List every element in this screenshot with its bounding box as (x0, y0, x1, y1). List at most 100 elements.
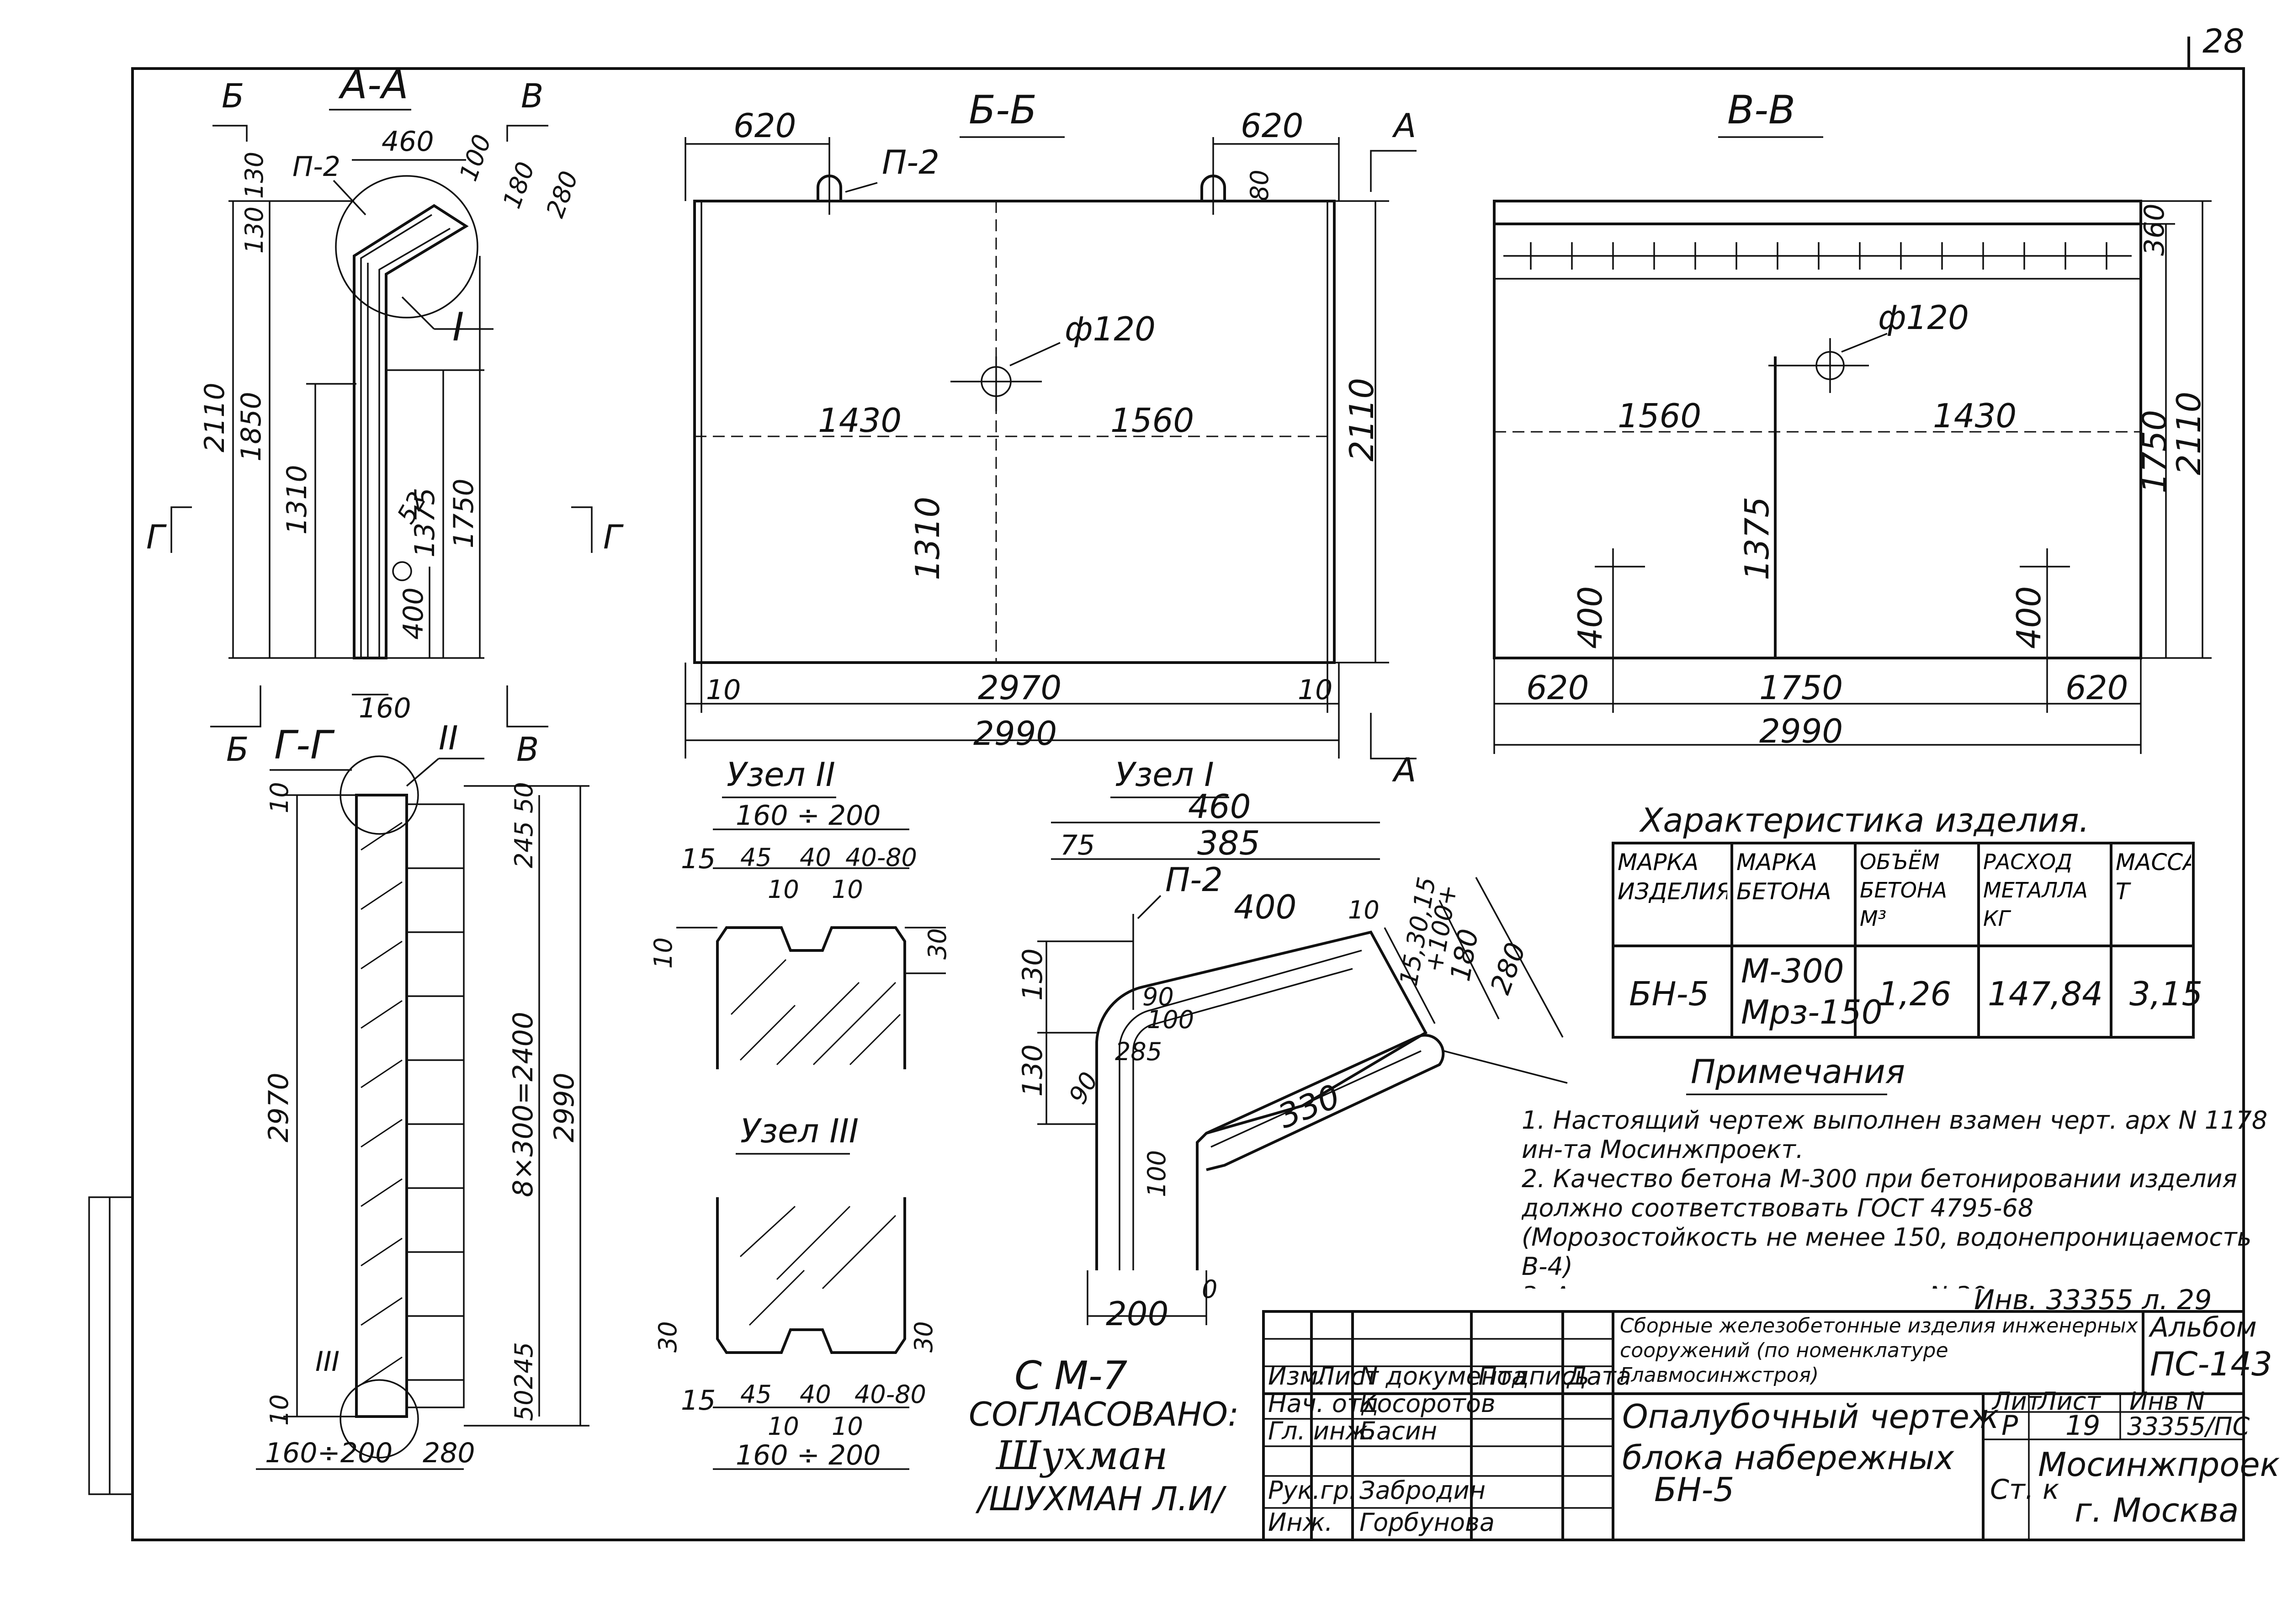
characteristics-title: Характеристика изделия. (1639, 801, 2089, 839)
svg-text:130: 130 (240, 207, 269, 254)
svg-text:280: 280 (541, 167, 584, 221)
svg-text:45: 45 (740, 1380, 772, 1409)
svg-text:Горбунова: Горбунова (1359, 1508, 1495, 1537)
svg-text:1430: 1430 (1933, 397, 2017, 435)
svg-text:200: 200 (1106, 1295, 1168, 1333)
svg-text:40: 40 (800, 1380, 831, 1409)
svg-text:/ШУХМАН Л.И/: /ШУХМАН Л.И/ (975, 1480, 1227, 1518)
svg-text:30: 30 (909, 1321, 938, 1353)
node-1-title: Узел I (1115, 755, 1214, 794)
svg-text:620: 620 (1526, 669, 1589, 707)
svg-text:15: 15 (681, 1385, 716, 1417)
svg-text:1750: 1750 (2135, 410, 2174, 494)
org-city: г. Москва (2075, 1491, 2239, 1529)
notes-title: Примечания (1691, 1052, 1905, 1091)
svg-text:Дата: Дата (1566, 1362, 1631, 1390)
svg-text:285: 285 (1115, 1037, 1162, 1066)
svg-text:160 ÷ 200: 160 ÷ 200 (736, 800, 881, 832)
node-3-detail: Узел III 30 30 15 45 40 40-80 10 10 160 … (653, 1112, 938, 1471)
svg-text:40-80: 40-80 (845, 843, 917, 872)
node-1-detail: Узел I 460 75 385 П-2 400 10 15,30,15 +1… (1017, 755, 1568, 1333)
svg-text:10: 10 (832, 875, 863, 904)
svg-text:Р: Р (2001, 1410, 2018, 1442)
svg-text:180: 180 (497, 158, 540, 212)
row-concrete-2: Мрз-150 (1741, 993, 1883, 1031)
header-mass: Масса т (2116, 849, 2191, 905)
row-concrete-1: М-300 (1741, 952, 1844, 990)
title-block: Изм. Лист N документа Подпись Дата Нач. … (1262, 1310, 2282, 1541)
characteristics-section: Характеристика изделия. Марка изделия Ма… (1612, 801, 2202, 1039)
svg-text:Лист: Лист (1315, 1362, 1379, 1390)
svg-text:Г: Г (146, 518, 167, 556)
svg-text:40-80: 40-80 (854, 1380, 926, 1409)
svg-text:Инж.: Инж. (1268, 1508, 1333, 1537)
svg-text:П-2: П-2 (292, 151, 340, 183)
svg-text:СОГЛАСОВАНО:: СОГЛАСОВАНО: (969, 1395, 1239, 1433)
approval-signature: Шухман (995, 1433, 1168, 1479)
svg-text:400: 400 (1234, 888, 1296, 926)
svg-text:1560: 1560 (1110, 401, 1194, 440)
panel-bb-outline (693, 200, 1336, 664)
svg-text:В: В (516, 730, 539, 769)
svg-text:ПС-143: ПС-143 (2150, 1345, 2272, 1383)
page-number: 28 (2202, 22, 2245, 60)
header-metal: Расход металла кг (1983, 849, 2088, 931)
node-3-title: Узел III (740, 1112, 859, 1150)
org-name: Мосинжпроект (2038, 1445, 2282, 1484)
svg-text:33355/ПС: 33355/ПС (2127, 1412, 2250, 1441)
node-2-detail: Узел II 160 ÷ 200 15 45 40 40-80 10 10 1… (649, 755, 952, 1069)
svg-text:1310: 1310 (908, 497, 947, 580)
svg-text:620: 620 (733, 106, 796, 145)
svg-text:10: 10 (265, 1394, 294, 1426)
row-metal: 147,84 (1988, 975, 2103, 1013)
section-gg: Б Г-Г В II (210, 685, 589, 1470)
svg-text:Б: Б (222, 77, 244, 115)
svg-text:1750: 1750 (1759, 669, 1843, 707)
svg-text:Лит: Лит (1991, 1387, 2042, 1416)
svg-text:10: 10 (706, 674, 741, 706)
svg-text:620: 620 (1241, 106, 1303, 145)
svg-text:400: 400 (398, 587, 430, 640)
svg-text:Г: Г (603, 518, 624, 556)
approval-section: С М-7 СОГЛАСОВАНО: Шухман /ШУХМАН Л.И/ (969, 1353, 1239, 1518)
svg-text:10: 10 (832, 1412, 863, 1441)
svg-text:Косоротов: Косоротов (1359, 1389, 1496, 1418)
svg-text:2970: 2970 (978, 669, 1061, 707)
svg-text:ф120: ф120 (1878, 298, 1969, 337)
svg-text:1750: 1750 (448, 478, 480, 548)
svg-text:460: 460 (1188, 787, 1251, 826)
node-2-title: Узел II (727, 755, 835, 794)
header-mark: Марка изделия (1618, 849, 1727, 905)
svg-text:А: А (1392, 106, 1416, 145)
svg-text:330: 330 (1273, 1077, 1345, 1136)
svg-text:280: 280 (423, 1437, 475, 1469)
svg-text:Ст. к: Ст. к (1990, 1474, 2059, 1506)
svg-text:100: 100 (1142, 1150, 1171, 1197)
collection-title: Сборные железобетонные изделия инженерны… (1620, 1314, 2138, 1387)
svg-text:2990: 2990 (973, 714, 1057, 753)
svg-text:1310: 1310 (281, 465, 313, 535)
svg-text:100: 100 (1147, 1005, 1194, 1034)
svg-text:10: 10 (768, 875, 799, 904)
svg-text:160: 160 (359, 692, 411, 724)
svg-text:2110: 2110 (199, 382, 231, 452)
svg-text:130: 130 (1017, 948, 1049, 1001)
svg-text:10: 10 (1298, 674, 1332, 706)
svg-text:45: 45 (740, 843, 772, 872)
svg-text:А: А (1392, 751, 1416, 789)
svg-text:75: 75 (1060, 829, 1095, 861)
note-3: 3. Армирование дано на листе N 30. (1522, 1281, 2276, 1289)
svg-text:30: 30 (923, 928, 952, 960)
svg-text:50: 50 (509, 1390, 538, 1421)
svg-text:2990: 2990 (1759, 712, 1843, 750)
svg-text:Забродин: Забродин (1359, 1476, 1486, 1505)
svg-text:Нач. отд: Нач. отд (1268, 1389, 1379, 1418)
sheet-frame (131, 67, 2245, 1541)
svg-text:Лист: Лист (2037, 1387, 2101, 1416)
svg-text:10: 10 (768, 1412, 799, 1441)
drawing-title-2: блока набережных (1622, 1438, 1955, 1477)
svg-text:I: I (452, 304, 464, 350)
svg-text:130: 130 (1017, 1044, 1049, 1097)
drawing-title-1: Опалубочный чертеж (1622, 1397, 1999, 1436)
